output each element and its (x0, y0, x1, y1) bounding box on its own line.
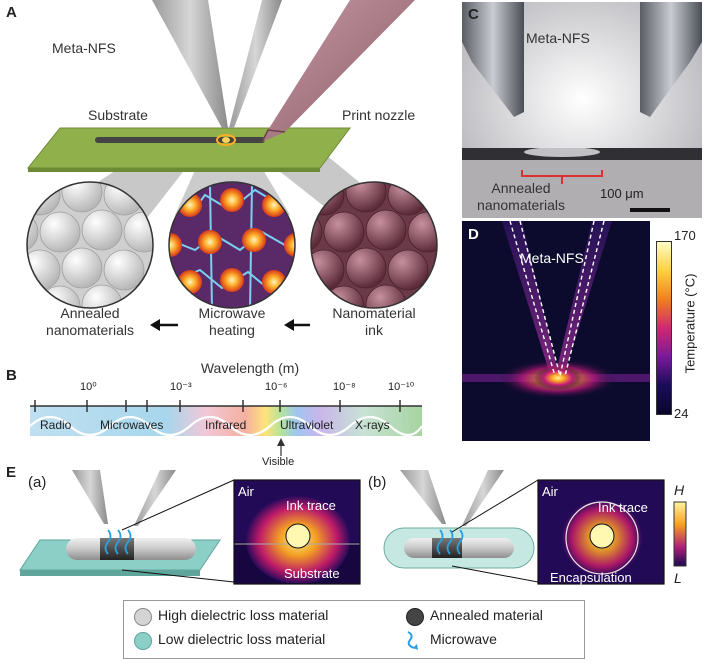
panel-c-meta-nfs-label: Meta-NFS (526, 30, 590, 46)
probe-a-right (134, 470, 176, 526)
legend-annealed-swatch (406, 608, 424, 626)
inset-b-ink-trace-label: Ink trace (598, 500, 648, 515)
panel-e-sub-b: (b) (368, 474, 387, 491)
tick-label-10e-10: 10⁻¹⁰ (388, 381, 415, 393)
legend-box: High dielectric loss material Low dielec… (123, 600, 585, 659)
legend-high-loss-swatch (134, 608, 152, 626)
band-xrays: X-rays (355, 418, 390, 432)
legend-low-loss-swatch (134, 632, 152, 650)
printed-trace (95, 137, 265, 143)
tick-label-10e-8: 10⁻⁸ (333, 381, 356, 393)
temperature-colorbar (656, 241, 672, 415)
inset-a-air-label: Air (238, 484, 254, 499)
tick-label-10e-6: 10⁻⁶ (265, 381, 288, 393)
print-nozzle-label: Print nozzle (342, 107, 416, 123)
panel-e-letter: E (6, 464, 17, 481)
micrograph-tip-left (462, 2, 524, 117)
scale-low-label: L (674, 570, 682, 586)
em-spectrum-bar (30, 400, 423, 456)
process-arrow-right (284, 319, 310, 331)
legend-high-loss-label: High dielectric loss material (158, 607, 329, 623)
probe-a-left (72, 470, 108, 524)
colorbar-label: Temperature (°C) (682, 273, 698, 374)
panel-d-thermal-image (462, 221, 650, 441)
band-microwaves: Microwaves (100, 418, 164, 432)
microwave-heating-circle (169, 182, 295, 308)
substrate-label: Substrate (88, 107, 148, 123)
probe-b-left (400, 470, 446, 524)
hl-colorbar (673, 501, 687, 567)
band-infrared: Infrared (205, 418, 247, 432)
panel-b-letter: B (6, 367, 17, 384)
panel-e-illustrations (19, 470, 687, 585)
microwave-icon (407, 631, 418, 650)
inset-a-thermal (233, 479, 361, 585)
inset-b-thermal (537, 479, 665, 585)
panel-c-micrograph (462, 2, 702, 218)
panel-a-illustration (26, 0, 438, 331)
print-nozzle (262, 0, 415, 142)
wavelength-title: Wavelength (m) (200, 360, 300, 376)
panel-d-letter: D (468, 226, 479, 243)
colorbar-min: 24 (674, 406, 689, 421)
substrate-plane (26, 127, 351, 169)
colorbar-max: 170 (674, 228, 696, 243)
panel-a-letter: A (6, 4, 17, 21)
visible-label: Visible (262, 456, 295, 468)
nanomaterial-ink-circle (311, 182, 437, 308)
legend-microwave-label: Microwave (430, 631, 497, 647)
panel-c-letter: C (468, 6, 479, 23)
panel-e-sub-a: (a) (28, 474, 47, 491)
meta-nfs-probe-right (229, 0, 282, 128)
scale-bar-label: 100 μm (600, 186, 644, 201)
tick-label-10e-3: 10⁻³ (170, 381, 192, 393)
process-arrow-left (150, 319, 178, 331)
scale-high-label: H (674, 482, 685, 498)
band-ultraviolet: Ultraviolet (280, 418, 334, 432)
legend-low-loss-label: Low dielectric loss material (158, 631, 326, 647)
legend-annealed-label: Annealed material (430, 607, 543, 623)
inset-b-air-label: Air (542, 484, 558, 499)
inset-b-encapsulation-label: Encapsulation (550, 570, 632, 585)
tick-label-10e0: 10⁰ (80, 381, 97, 393)
micrograph-tip-right (640, 2, 702, 117)
inset-a-substrate-label: Substrate (284, 566, 340, 581)
band-radio: Radio (40, 418, 72, 432)
probe-b-right (462, 470, 504, 526)
inset-a-ink-trace-label: Ink trace (286, 498, 336, 513)
panel-d-meta-nfs-label: Meta-NFS (520, 250, 584, 266)
meta-nfs-probe-left (152, 0, 228, 128)
meta-nfs-label: Meta-NFS (52, 40, 116, 56)
